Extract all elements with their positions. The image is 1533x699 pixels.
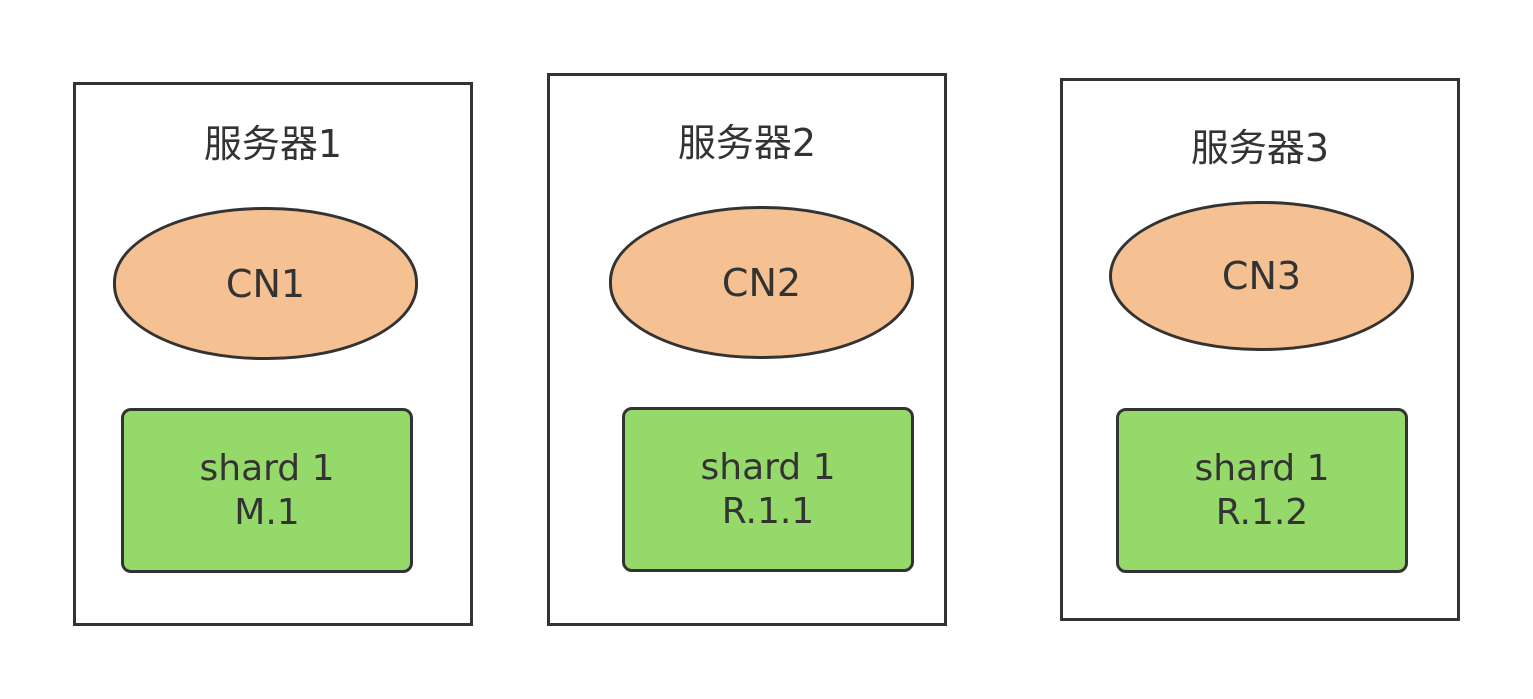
server-1-box: 服务器1 CN1 shard 1 M.1 (73, 82, 473, 626)
cn-3-node: CN3 (1109, 201, 1414, 351)
server-1-title: 服务器1 (203, 122, 343, 166)
server-3-box: 服务器3 CN3 shard 1 R.1.2 (1060, 78, 1460, 621)
shard-2-role: R.1.1 (721, 490, 815, 532)
server-2-title: 服务器2 (677, 121, 817, 165)
server-3-title: 服务器3 (1190, 126, 1330, 170)
shard-2-label: shard 1 (700, 446, 836, 488)
shard-1-node: shard 1 M.1 (121, 408, 413, 573)
shard-2-node: shard 1 R.1.1 (622, 407, 914, 572)
server-2-box: 服务器2 CN2 shard 1 R.1.1 (547, 73, 947, 626)
shard-3-label: shard 1 (1194, 447, 1330, 489)
shard-3-role: R.1.2 (1215, 491, 1309, 533)
cn-1-node: CN1 (113, 207, 418, 360)
shard-1-role: M.1 (234, 491, 300, 533)
shard-1-label: shard 1 (199, 447, 335, 489)
shard-3-node: shard 1 R.1.2 (1116, 408, 1408, 573)
cn-2-node: CN2 (609, 206, 914, 359)
